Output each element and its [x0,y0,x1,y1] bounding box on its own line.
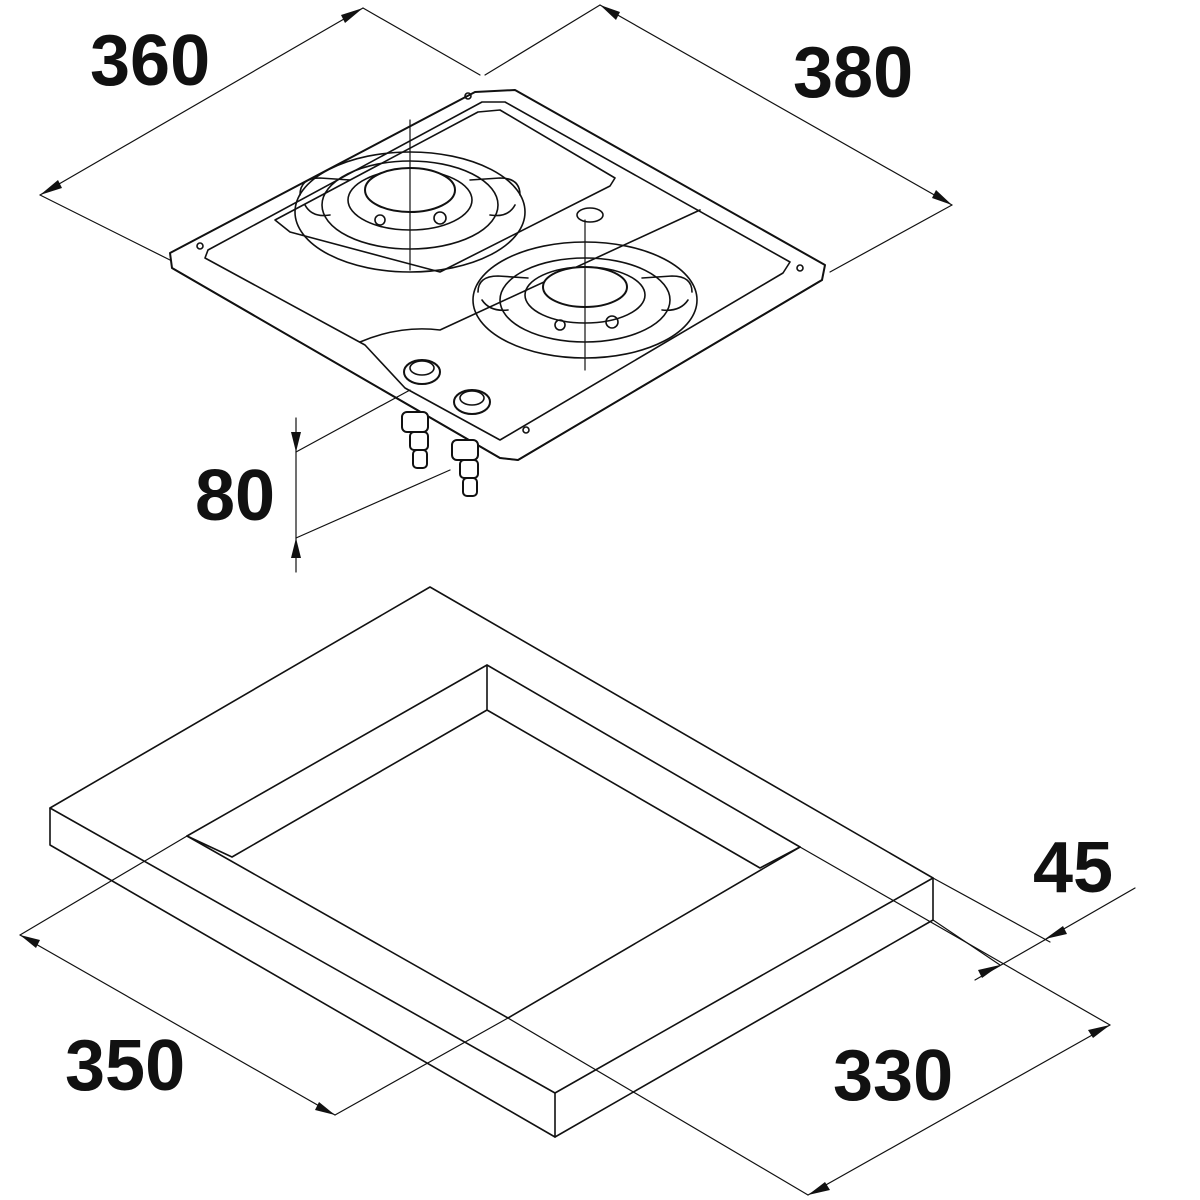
dimension-hob-height: 80 [195,389,451,573]
screw-hole [196,242,204,250]
hob-front-step [359,209,701,343]
hob-rear-platform [274,109,616,273]
cutout-opening [186,664,801,1019]
screw-hole [522,426,530,434]
dimension-hob-depth: 360 [39,7,481,261]
hob-inner-rim [204,101,791,441]
worktop-front-edge [49,807,556,1138]
worktop-top-face [49,586,934,1094]
gas-hob [169,89,826,497]
label-worktop-thickness: 45 [1033,828,1113,908]
dimension-cutout-width: 330 [507,846,1111,1196]
screw-hole [796,264,804,272]
label-hob-depth: 360 [90,21,210,101]
burner-rear [294,119,526,273]
burner-front [472,207,698,371]
label-cutout-depth: 350 [65,1026,185,1106]
cutout-inner-walls [186,664,801,869]
label-hob-width: 380 [793,33,913,113]
label-cutout-width: 330 [833,1036,953,1116]
gas-valve-rear [401,411,429,469]
label-hob-height: 80 [195,456,275,536]
dimension-worktop-thickness: 45 [932,828,1136,981]
screw-hole [464,92,472,100]
gas-valve-front [451,439,479,497]
control-knob-front [453,389,491,415]
hob-plate-outline [169,89,826,461]
dimension-cutout-depth: 350 [19,835,509,1116]
hob-plate-edge [171,267,823,461]
dimension-hob-width: 380 [484,4,953,273]
control-knob-rear [403,359,441,385]
